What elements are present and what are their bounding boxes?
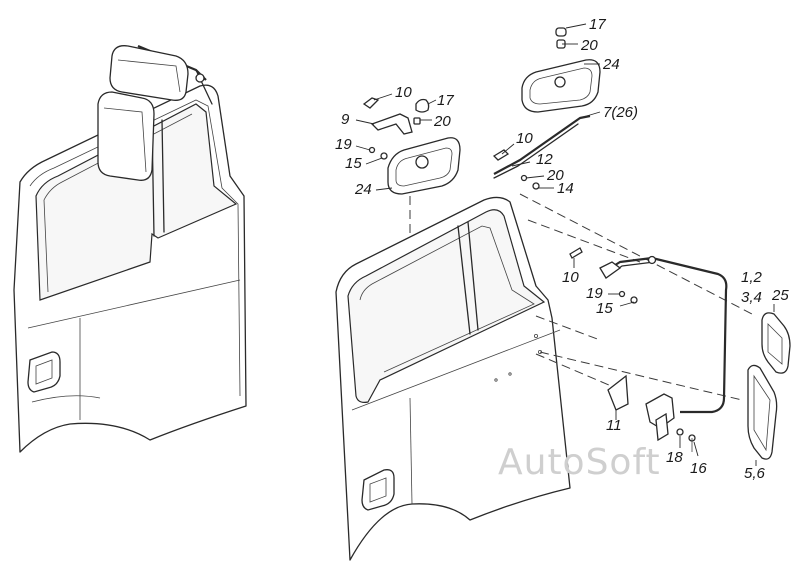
callout-20-b: 20	[546, 167, 564, 184]
callout-24-mid: 24	[354, 181, 372, 198]
autosoft-watermark: AutoSoft	[498, 442, 661, 483]
callout-1-2: 1,2	[741, 269, 763, 286]
callout-17-top: 17	[589, 16, 606, 33]
callout-10-a: 10	[395, 84, 412, 101]
callout-10-b: 10	[516, 130, 533, 147]
cab-assembled-view	[13, 44, 247, 453]
callout-17-mid: 17	[437, 92, 454, 109]
assembly-guide-lines	[409, 193, 753, 401]
callout-15-a: 15	[345, 155, 362, 172]
mirror-tube-bracket	[569, 247, 728, 452]
small-mirror-mid	[387, 98, 461, 195]
callout-7-26: 7(26)	[603, 104, 638, 121]
callout-20-top: 20	[580, 37, 598, 54]
callout-10-c: 10	[562, 269, 579, 286]
callout-19-b: 19	[586, 285, 603, 302]
callout-14: 14	[557, 180, 574, 197]
callout-11: 11	[606, 417, 622, 434]
callout-3-4: 3,4	[741, 289, 762, 306]
callout-labels: 17 20 24 7(26) 10 9 17 20 19 15 24 10 12…	[335, 16, 789, 482]
callout-15-b: 15	[596, 300, 613, 317]
callout-16: 16	[690, 460, 707, 477]
callout-25: 25	[771, 287, 789, 304]
callout-12: 12	[536, 151, 553, 168]
door-exploded-view	[335, 196, 571, 561]
callout-24-top: 24	[602, 56, 620, 73]
callout-20-mid: 20	[433, 113, 451, 130]
mirror-5-6	[747, 364, 778, 460]
mirror-25	[761, 312, 791, 374]
callout-19-a: 19	[335, 136, 352, 153]
callout-leaders	[355, 23, 775, 466]
callout-5-6: 5,6	[744, 465, 766, 482]
callout-18: 18	[666, 449, 683, 466]
small-mirror-top	[521, 27, 601, 113]
callout-9: 9	[341, 111, 350, 128]
